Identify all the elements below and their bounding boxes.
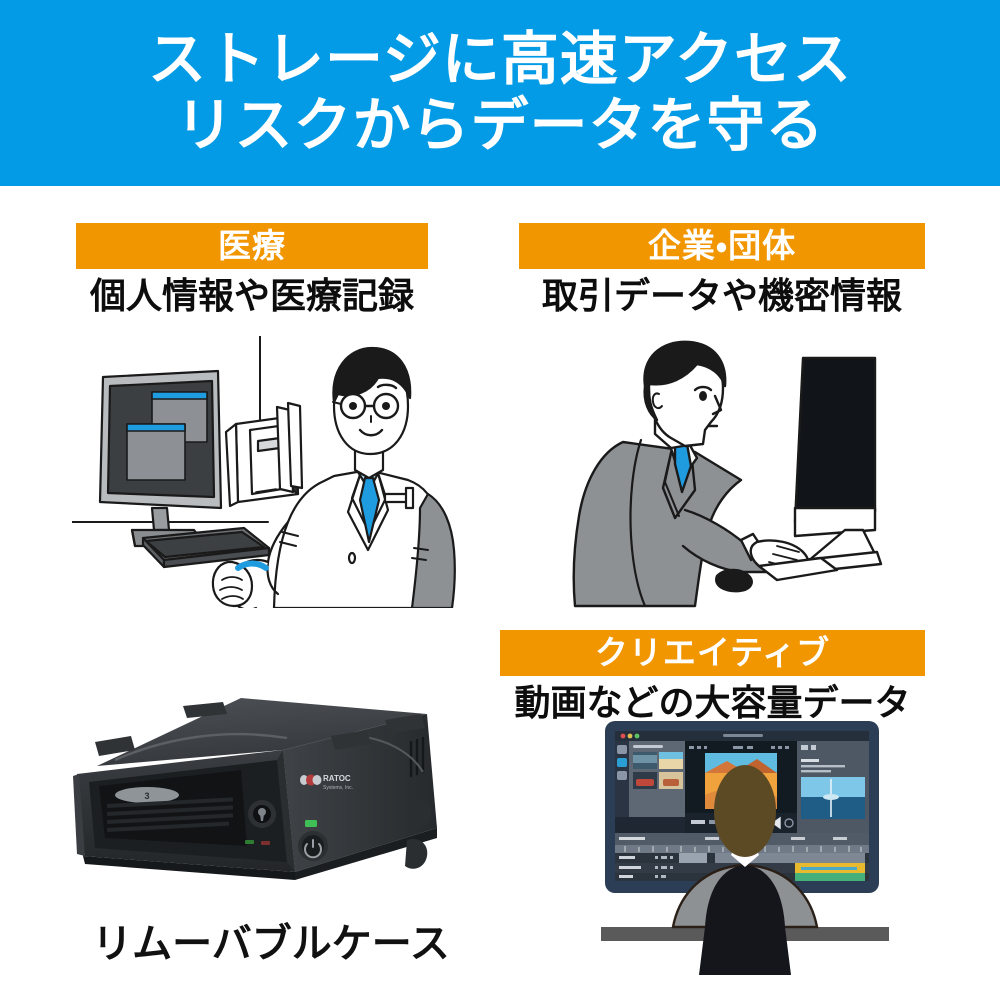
illustration-removable-case: 3 RATOC Systems,: [55, 680, 485, 915]
illustration-video-editor: [595, 715, 895, 975]
hero-banner: ストレージに高速アクセス リスクからデータを守る: [0, 0, 1000, 186]
hero-headline-line-2: リスクからデータを守る: [175, 93, 825, 158]
product-brand-sub: Systems, Inc.: [323, 785, 353, 791]
category-corporate-banner: 企業・団体: [519, 223, 925, 269]
product-brand: RATOC: [323, 774, 351, 783]
category-creative: クリエイティブ 動画などの大容量データ: [500, 630, 925, 726]
category-corporate: 企業・団体 取引データや機密情報: [519, 223, 925, 319]
category-corporate-subtitle: 取引データや機密情報: [541, 275, 902, 316]
category-medical-banner: 医療: [76, 223, 428, 269]
category-creative-subtitle: 動画などの大容量データ: [514, 682, 911, 723]
category-medical-subtitle: 個人情報や医療記録: [89, 275, 414, 316]
illustration-businessman: [545, 340, 960, 610]
category-medical: 医療 個人情報や医療記録: [76, 223, 428, 319]
product-badge-number: 3: [144, 791, 149, 801]
illustration-doctor: [72, 336, 492, 608]
product-caption: リムーバブルケース: [92, 922, 450, 966]
hero-headline-line-1: ストレージに高速アクセス: [148, 27, 852, 92]
category-creative-banner: クリエイティブ: [500, 630, 925, 676]
